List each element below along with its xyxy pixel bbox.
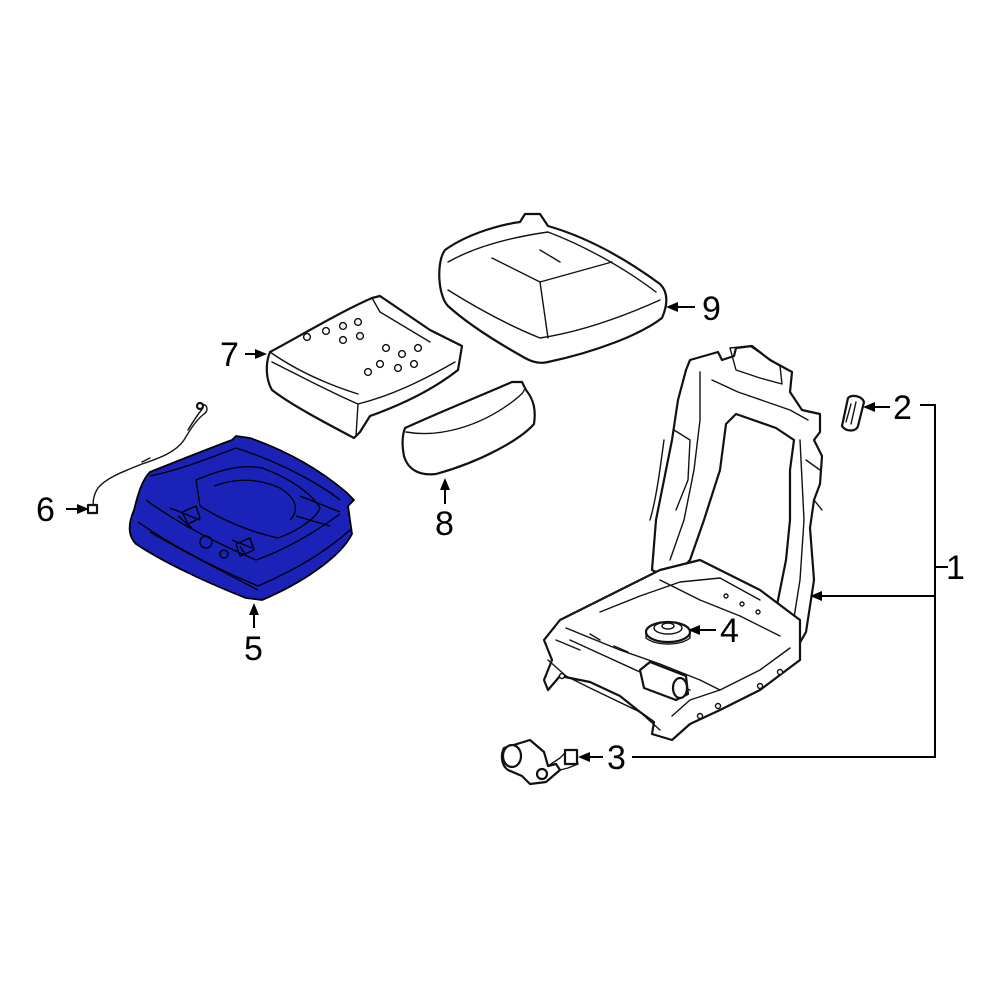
callout-2: 2 bbox=[893, 389, 912, 427]
part-3-motor[interactable] bbox=[500, 738, 579, 786]
part-6-wire-harness[interactable] bbox=[86, 401, 208, 515]
part-9-cushion-cover[interactable] bbox=[438, 212, 668, 364]
callout-7: 7 bbox=[220, 336, 239, 374]
part-7-cushion-pad[interactable] bbox=[265, 294, 464, 440]
part-5-seat-pan[interactable] bbox=[128, 435, 355, 601]
part-8-front-cushion-pad[interactable] bbox=[401, 380, 536, 476]
leader-lines bbox=[66, 302, 948, 762]
part-1-seat-frame[interactable] bbox=[542, 344, 824, 742]
callout-9: 9 bbox=[702, 290, 721, 328]
part-2-clip[interactable] bbox=[840, 394, 866, 432]
part-4-adjuster[interactable] bbox=[644, 620, 692, 645]
callout-8: 8 bbox=[435, 505, 454, 543]
callout-1: 1 bbox=[946, 549, 965, 587]
callout-3: 3 bbox=[607, 739, 626, 777]
seat-pan-body bbox=[128, 435, 355, 601]
callout-5: 5 bbox=[244, 630, 263, 668]
callout-labels: 9 7 8 6 5 2 1 4 3 bbox=[36, 290, 965, 777]
callout-4: 4 bbox=[720, 612, 739, 650]
callout-6: 6 bbox=[36, 491, 55, 529]
